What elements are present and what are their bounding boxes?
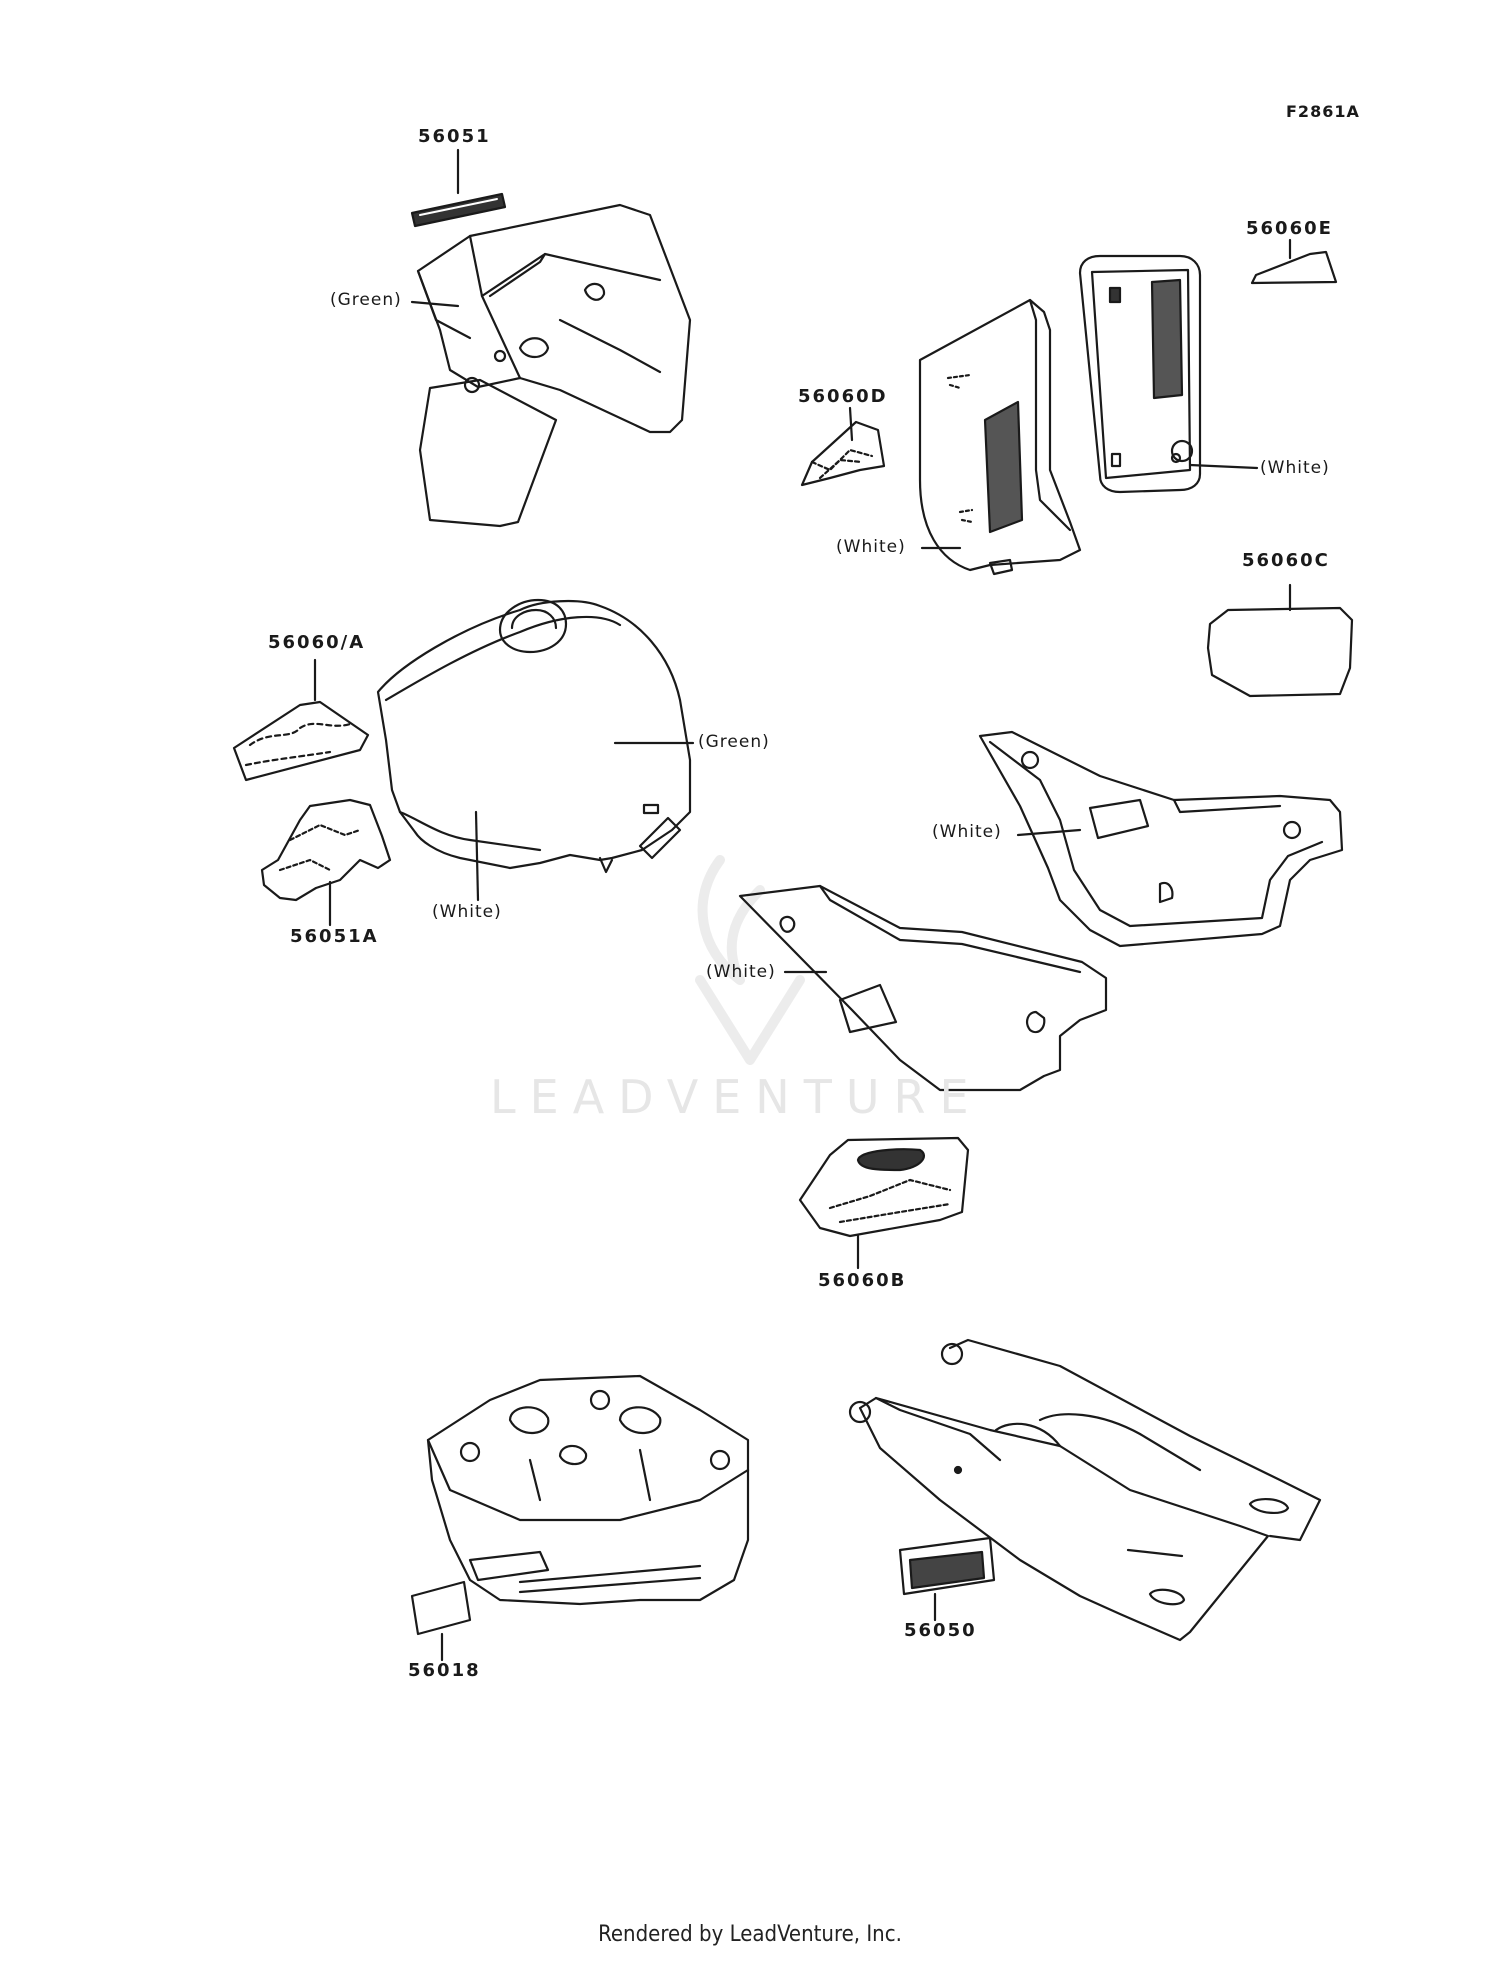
watermark-text: LEADVENTURE bbox=[490, 1070, 983, 1124]
side-panel-lower[interactable] bbox=[738, 884, 1108, 1092]
note-sidecover-right-white: (White) bbox=[1260, 458, 1330, 478]
decal-56018[interactable] bbox=[410, 1580, 472, 1636]
callout-56060D[interactable]: 56060D bbox=[798, 386, 888, 407]
note-fairing-green: (Green) bbox=[330, 290, 402, 310]
note-sidepanel-lower-white: (White) bbox=[706, 962, 776, 982]
decal-56060D[interactable] bbox=[800, 420, 886, 487]
callout-56060A[interactable]: 56060/A bbox=[268, 632, 366, 653]
note-tank-green: (Green) bbox=[698, 732, 770, 752]
leader-sidepanel-upper-white bbox=[1016, 828, 1082, 837]
callout-56060E[interactable]: 56060E bbox=[1246, 218, 1333, 239]
leader-56060D bbox=[848, 406, 854, 442]
front-fairing[interactable] bbox=[416, 203, 692, 528]
note-sidecover-left-white: (White) bbox=[836, 537, 906, 557]
leader-tank-white bbox=[474, 810, 480, 902]
cylinder-head[interactable] bbox=[426, 1374, 750, 1606]
note-tank-white: (White) bbox=[432, 902, 502, 922]
callout-56051A[interactable]: 56051A bbox=[290, 926, 379, 947]
decal-56051A[interactable] bbox=[260, 798, 392, 902]
callout-56060B[interactable]: 56060B bbox=[818, 1270, 907, 1291]
footer-credit: Rendered by LeadVenture, Inc. bbox=[598, 1922, 902, 1947]
side-panel-upper[interactable] bbox=[978, 730, 1344, 948]
decal-56060C[interactable] bbox=[1206, 606, 1354, 698]
callout-56060C[interactable]: 56060C bbox=[1242, 550, 1330, 571]
watermark-emblem bbox=[695, 855, 805, 1065]
side-cover-left[interactable] bbox=[918, 298, 1082, 576]
diagram-id: F2861A bbox=[1286, 102, 1360, 121]
leader-sidecover-right-white bbox=[1188, 463, 1259, 470]
leader-fairing-green bbox=[410, 300, 460, 308]
decal-56060A[interactable] bbox=[232, 700, 370, 782]
swingarm[interactable] bbox=[848, 1338, 1322, 1642]
decal-56050[interactable] bbox=[898, 1536, 996, 1596]
decal-56060E[interactable] bbox=[1250, 250, 1338, 285]
note-sidepanel-upper-white: (White) bbox=[932, 822, 1002, 842]
decal-56051[interactable] bbox=[410, 192, 507, 228]
callout-56050[interactable]: 56050 bbox=[904, 1620, 977, 1641]
callout-56051[interactable]: 56051 bbox=[418, 126, 491, 147]
fuel-tank[interactable] bbox=[376, 598, 692, 874]
callout-56018[interactable]: 56018 bbox=[408, 1660, 481, 1681]
decal-56060B[interactable] bbox=[798, 1136, 970, 1238]
side-cover-right[interactable] bbox=[1078, 254, 1202, 494]
